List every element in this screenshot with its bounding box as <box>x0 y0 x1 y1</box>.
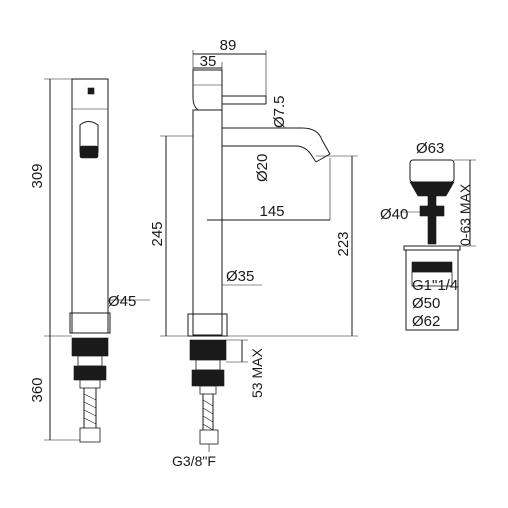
waste-body <box>405 249 459 331</box>
front-lever <box>192 69 223 111</box>
dim-63: Ø63 <box>416 140 444 157</box>
side-hose <box>83 388 97 428</box>
dim-309: 309 <box>29 163 46 188</box>
side-body <box>71 78 109 334</box>
waste-view: Ø63 0-63 MAX Ø40 G1"1/4 Ø50 Ø62 <box>380 140 476 331</box>
front-base <box>187 313 228 337</box>
dim-35-top: 35 <box>200 53 217 70</box>
front-fixing-nut <box>189 339 227 361</box>
dim-side-45: Ø45 <box>108 293 136 310</box>
dim-145: 145 <box>259 203 284 220</box>
dim-40: Ø40 <box>380 206 408 223</box>
dim-0-63-max: 0-63 MAX <box>457 183 473 246</box>
dim-front-35: Ø35 <box>226 268 254 285</box>
waste-cap-base <box>409 181 455 197</box>
dim-360: 360 <box>29 377 46 402</box>
dim-62: Ø62 <box>412 313 440 330</box>
front-body <box>192 109 223 336</box>
side-view: 309 360 Ø45 <box>29 78 150 443</box>
side-lever-dot <box>87 87 95 95</box>
dim-53-max: 53 MAX <box>249 348 265 398</box>
dim-50: Ø50 <box>412 295 440 312</box>
side-base-ring <box>69 312 111 334</box>
dim-7-5: Ø7.5 <box>271 95 288 128</box>
dim-245: 245 <box>149 221 166 246</box>
thread-label: G1"1/4 <box>412 277 458 294</box>
dim-20: Ø20 <box>254 154 271 182</box>
dim-223: 223 <box>335 231 352 256</box>
front-view: 89 35 Ø7.5 Ø20 145 245 223 Ø35 53 MAX G3… <box>149 37 358 469</box>
front-spout <box>222 127 331 155</box>
side-hose-nut <box>79 427 101 443</box>
side-aerator <box>79 145 99 159</box>
front-hose-nut <box>199 429 219 445</box>
waste-cap <box>409 159 455 183</box>
dim-89: 89 <box>220 37 237 54</box>
side-fixing-nut <box>71 337 109 357</box>
waste-stem <box>427 195 437 245</box>
connection-label: G3/8"F <box>172 453 216 469</box>
